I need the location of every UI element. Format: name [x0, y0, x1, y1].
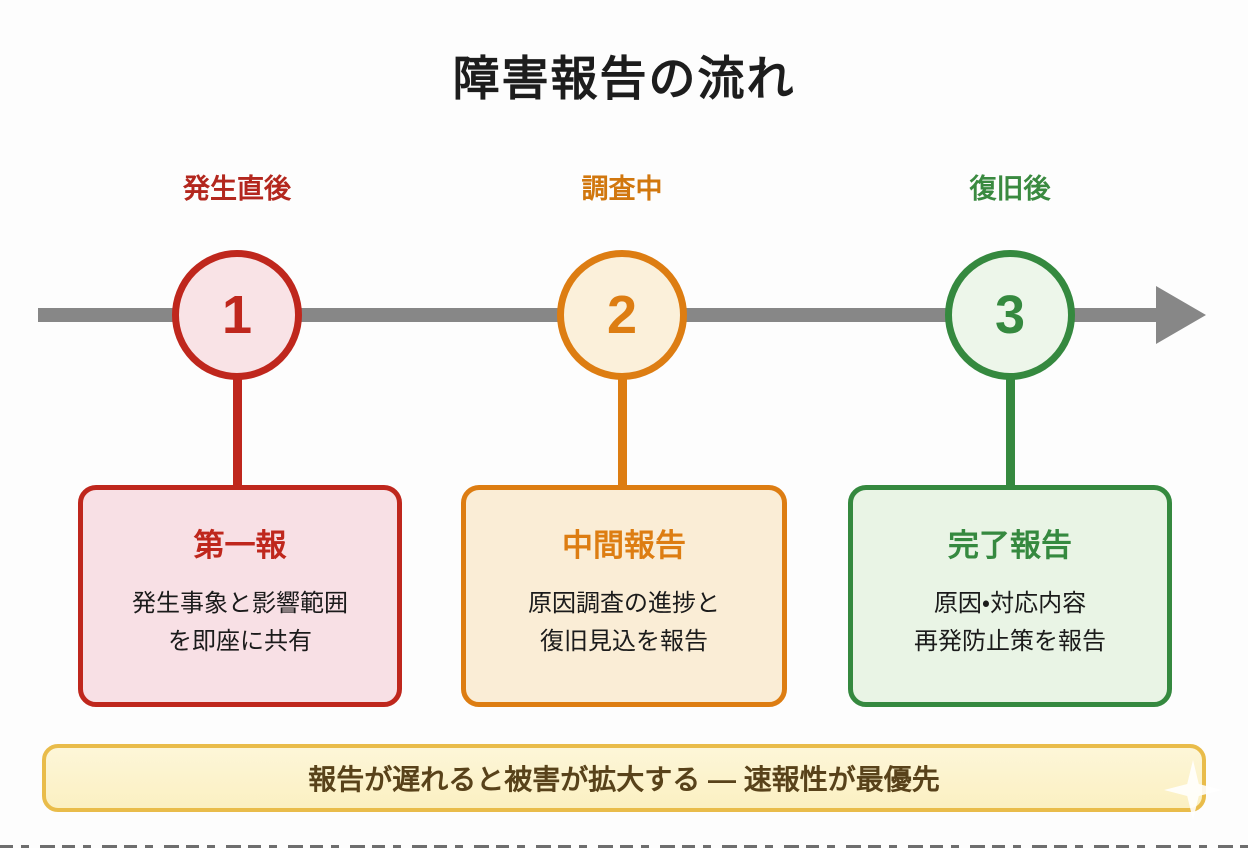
card-title-completion-report: 完了報告	[948, 528, 1072, 563]
page-title: 障害報告の流れ	[452, 52, 796, 105]
card-body-line: を即座に共有	[168, 628, 312, 656]
card-body-line: 原因調査の進捗と	[528, 590, 720, 617]
card-first-report: 第一報 発生事象と影響範囲 を即座に共有	[78, 485, 402, 707]
phase-label-after-recovery: 復旧後	[969, 174, 1051, 204]
step-circle-3: 3	[945, 250, 1075, 380]
card-body-line: 再発防止策を報告	[914, 628, 1106, 656]
connector-stem-2	[618, 376, 627, 488]
card-completion-report: 完了報告 原因・対応内容 再発防止策を報告	[848, 485, 1172, 707]
card-body-line: 復旧見込を報告	[540, 628, 708, 656]
card-body-interim-report: 原因調査の進捗と 復旧見込を報告	[466, 585, 782, 662]
cropped-bottom-text-strip	[0, 845, 1248, 848]
card-interim-report: 中間報告 原因調査の進捗と 復旧見込を報告	[461, 485, 787, 707]
connector-stem-1	[233, 376, 242, 488]
key-message-banner: 報告が遅れると被害が拡大する — 速報性が最優先	[42, 744, 1206, 812]
arrow-right-icon	[1156, 286, 1206, 344]
step-number-2: 2	[606, 285, 638, 345]
connector-stem-3	[1006, 376, 1015, 488]
step-number-3: 3	[994, 285, 1026, 345]
card-title-interim-report: 中間報告	[562, 528, 686, 563]
card-body-first-report: 発生事象と影響範囲 を即座に共有	[83, 585, 397, 662]
step-circle-1: 1	[172, 250, 302, 380]
card-body-line: 原因・対応内容	[933, 590, 1087, 617]
card-title-first-report: 第一報	[193, 528, 287, 563]
step-number-1: 1	[221, 285, 253, 345]
phase-label-under-investigation: 調査中	[581, 174, 663, 204]
card-body-completion-report: 原因・対応内容 再発防止策を報告	[853, 585, 1167, 662]
step-circle-2: 2	[557, 250, 687, 380]
card-body-line: 発生事象と影響範囲	[132, 590, 348, 617]
key-message-text: 報告が遅れると被害が拡大する — 速報性が最優先	[308, 764, 940, 795]
phase-label-immediately-after: 発生直後	[183, 174, 291, 204]
